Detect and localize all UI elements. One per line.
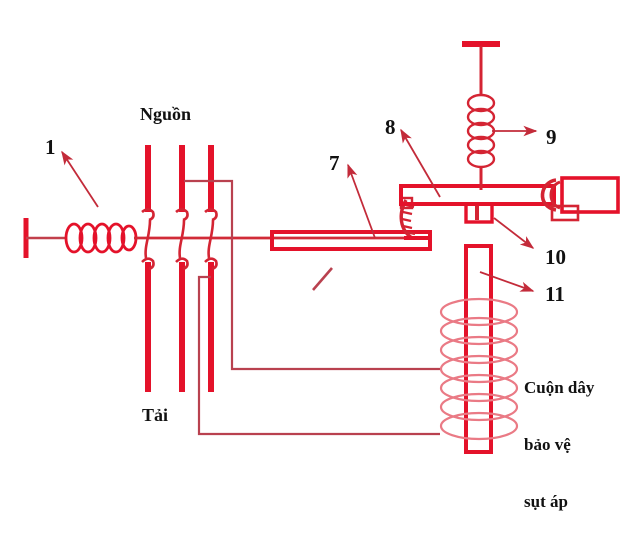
spring-9-icon [466,93,496,169]
callout-1: 1 [45,135,56,159]
lower-contact-phase-3 [204,257,218,271]
latch-hatch-2 [402,210,413,216]
leader-1 [61,150,99,208]
upper-contact-phase-1 [141,208,155,222]
upper-contact-phase-2 [175,208,189,222]
leader-10 [493,217,535,249]
callout-leaders-group [61,125,538,292]
callout-10: 10 [545,245,566,269]
latch-hatch-5 [405,230,416,236]
blade-phase-3 [207,219,215,259]
undervoltage-coil-caption: Cuộn dây bảo vệ sụt áp [524,340,594,549]
leader-11 [479,271,535,292]
load-label: Tải [142,405,169,425]
core-11-body [464,244,493,454]
upper-contact-phase-3 [204,208,218,222]
latch-hatch-4 [402,224,413,230]
plunger-foot [550,204,580,222]
left-current-coil-group [23,218,430,258]
coil-caption-line-2: bảo vệ [524,435,571,455]
armature-block [464,202,494,224]
blade-phase-2 [178,219,186,259]
leader-7 [347,163,376,239]
callout-7: 7 [329,151,340,175]
spring-9-group [462,41,500,190]
source-bus-group [145,145,214,212]
leader-8 [400,128,441,198]
lever-beam-body [399,184,556,206]
undervoltage-coil-winding [439,297,519,441]
lower-contact-phase-1 [141,257,155,271]
moving-contact-bar-7 [270,230,432,251]
undervoltage-coil-group [439,244,519,454]
coil-caption-line-1: Cuộn dây [524,378,595,398]
diagram-canvas: 1 7 8 9 10 11 Nguồn Tải Cuộn dây bảo vệ … [23,41,620,512]
blade-phase-1 [144,219,152,259]
armature-10-group [464,202,494,224]
control-wire-bottom [197,275,440,436]
plunger-contact-group [540,176,620,222]
plunger-body [560,176,620,214]
lower-contact-phase-2 [175,257,189,271]
control-wiring-group [184,179,440,436]
current-coil-1-icon [64,222,138,254]
coil-caption-line-3: sụt áp [524,492,568,512]
latch-hatch-3 [401,217,412,223]
control-wire-top [184,179,440,371]
contact-set-group[interactable] [141,208,218,271]
callout-9: 9 [546,125,557,149]
contact-bar-body [270,230,432,251]
test-button-stroke [312,267,333,291]
circuit-breaker-schematic [23,41,620,454]
load-bus-group [145,262,214,392]
callout-11: 11 [545,282,565,306]
callout-8: 8 [385,115,396,139]
source-label: Nguồn [140,104,192,124]
